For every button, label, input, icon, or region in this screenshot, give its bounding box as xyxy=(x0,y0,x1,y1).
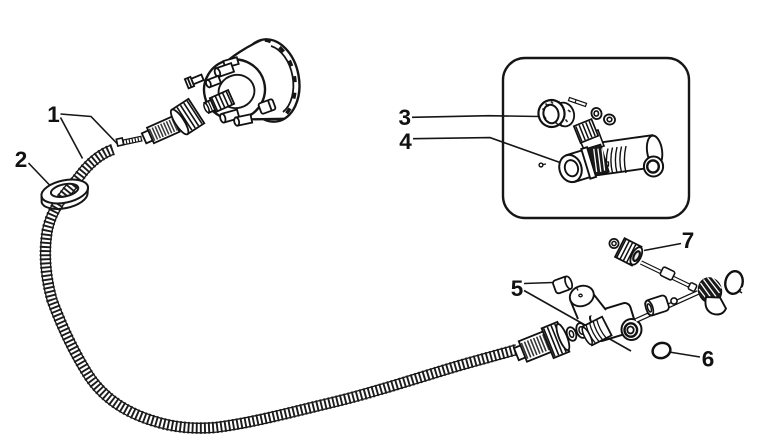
svg-text:6: 6 xyxy=(702,347,715,372)
svg-text:1: 1 xyxy=(47,102,60,127)
svg-text:5: 5 xyxy=(511,276,524,301)
svg-text:3: 3 xyxy=(398,105,411,130)
svg-text:7: 7 xyxy=(682,228,695,253)
svg-text:2: 2 xyxy=(15,147,28,172)
svg-text:4: 4 xyxy=(399,129,412,154)
